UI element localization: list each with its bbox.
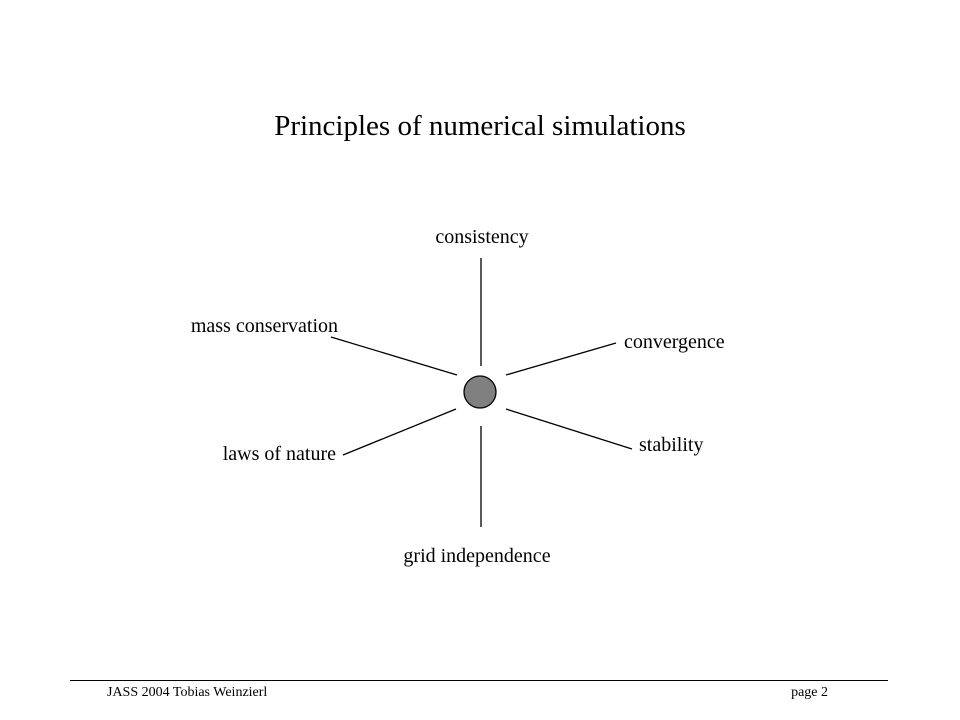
spoke-stability [505, 408, 633, 450]
hub-circle [463, 375, 497, 409]
spoke-mass-conservation [330, 336, 458, 376]
label-consistency: consistency [435, 226, 528, 248]
slide-title: Principles of numerical simulations [274, 110, 686, 142]
footer-divider [70, 680, 888, 681]
footer-page-number: page 2 [791, 685, 828, 700]
label-grid-independence: grid independence [403, 545, 550, 567]
label-mass-conservation: mass conservation [191, 315, 338, 337]
footer-author: JASS 2004 Tobias Weinzierl [107, 685, 268, 700]
spoke-laws-of-nature [342, 408, 457, 456]
label-stability: stability [639, 434, 703, 456]
label-convergence: convergence [624, 331, 725, 353]
label-laws-of-nature: laws of nature [223, 443, 336, 465]
spoke-convergence [505, 342, 617, 376]
